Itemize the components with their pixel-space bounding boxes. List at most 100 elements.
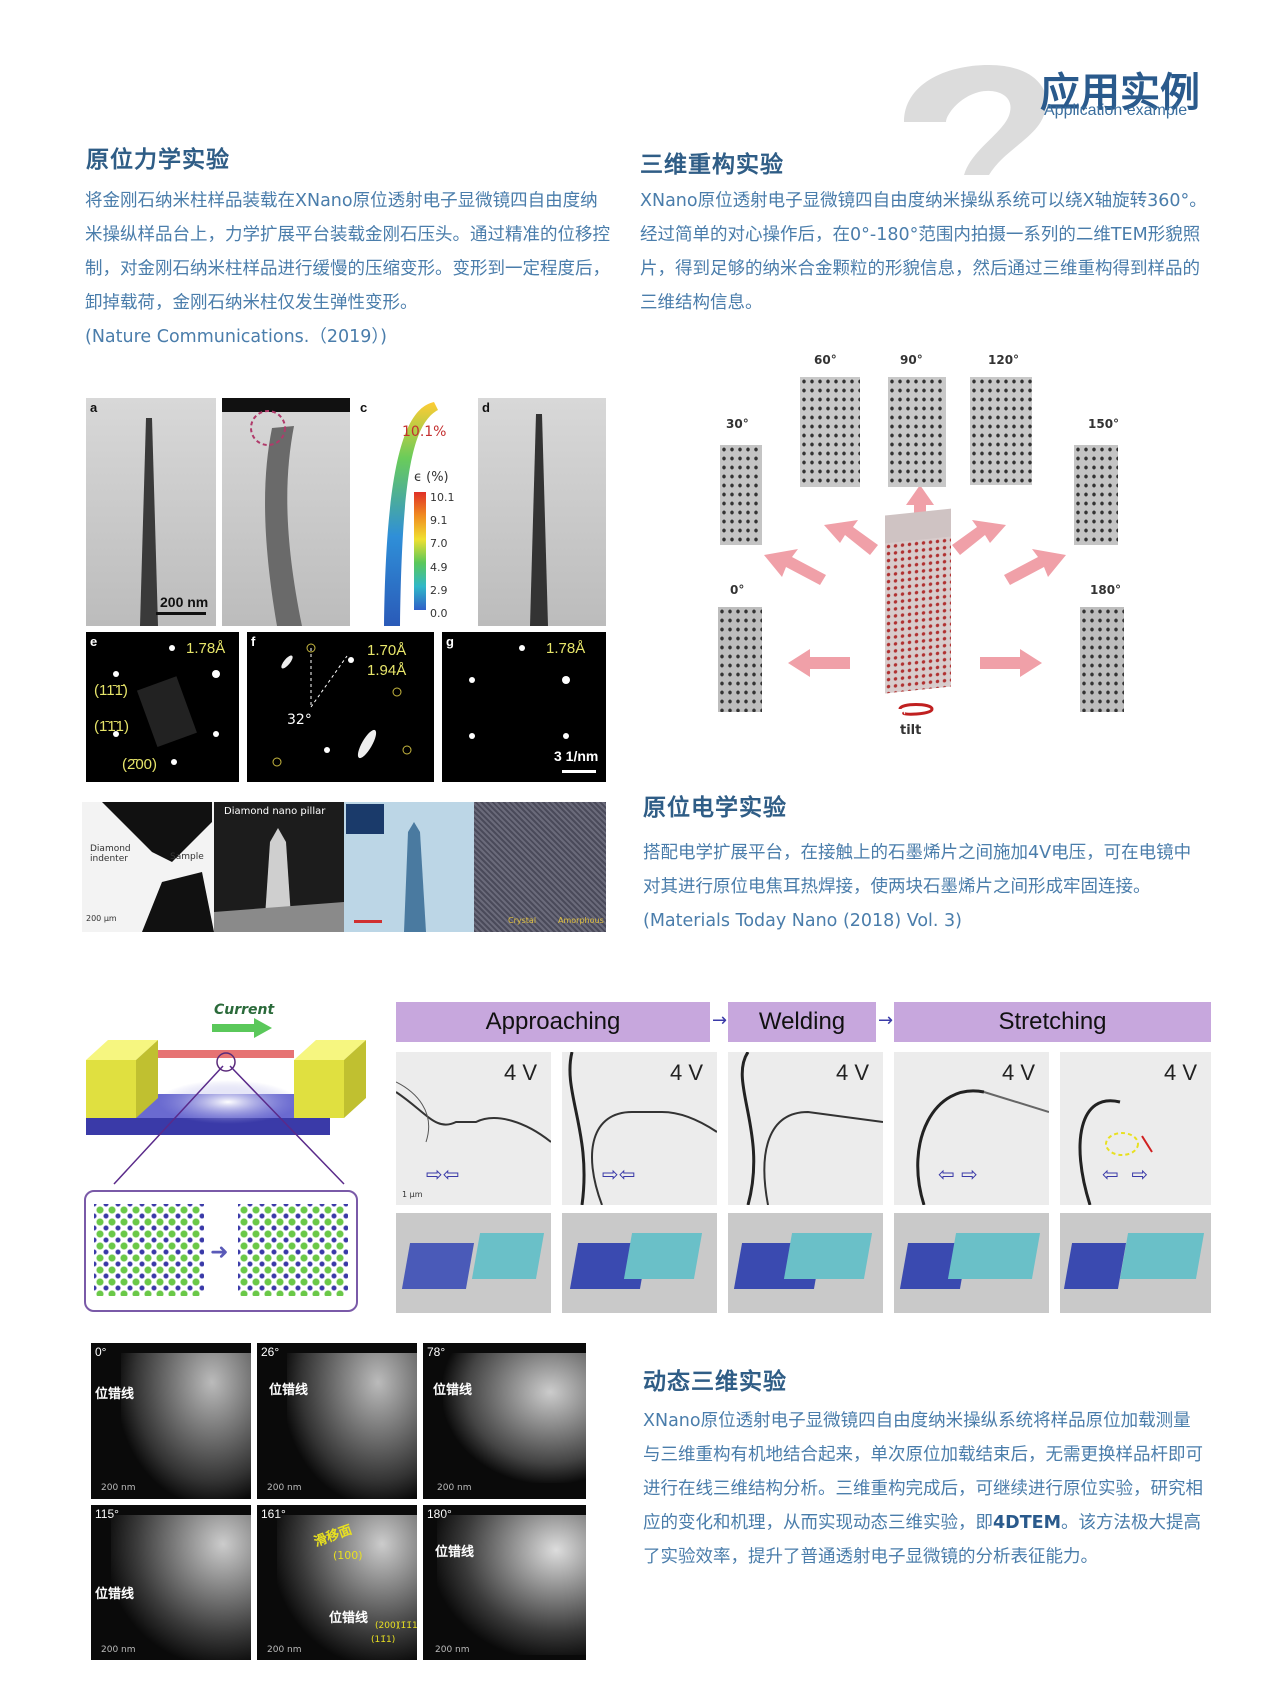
dynamic-body-text: XNano原位透射电子显微镜四自由度纳米操纵系统将样品原位加载测量与三维重构有机…	[643, 1411, 1203, 1533]
figure-c: c 10.1% ϵ (%) 10.1 9.1 7.0 4.9 2.9 0.0	[356, 398, 474, 626]
scale-label: 200 nm	[437, 1483, 472, 1493]
hrtem-image: Crystal Amorphous	[474, 802, 606, 932]
stretch-arrows-icon: ⇦ ⇨	[1102, 1162, 1149, 1186]
scale-bar	[562, 770, 596, 773]
indenter-label: Diamond indenter	[90, 844, 131, 864]
current-label: Current	[214, 1002, 275, 1018]
strain-colorbar	[414, 492, 426, 610]
d-spacing-label: 1.78Å	[186, 640, 226, 657]
stage-header-row: Approaching → Welding → Stretching	[396, 1002, 1211, 1042]
amorphous-label: Amorphous	[558, 916, 604, 925]
sample-shape	[277, 1515, 417, 1660]
pillar-tem-image	[344, 802, 474, 932]
diffraction-inset	[346, 804, 384, 834]
legend-tick: 7.0	[430, 537, 448, 551]
figure-g-label: g	[446, 634, 454, 649]
projection-90	[888, 377, 946, 487]
mechanics-body-text: 将金刚石纳米柱样品装载在XNano原位透射电子显微镜四自由度纳米操纵样品台上，力…	[85, 191, 610, 313]
angle-label: 26°	[261, 1345, 280, 1359]
sheet-right	[783, 1233, 873, 1279]
stretch-arrows-icon: ⇦ ⇨	[938, 1162, 978, 1186]
figure-f: f 1.70Å 1.94Å 32°	[247, 632, 434, 782]
figure-b: b	[222, 398, 350, 626]
graphene-after	[238, 1204, 348, 1296]
plane-index: (2̄00)	[122, 756, 158, 773]
dark-field-0: 0° 位错线 200 nm	[91, 1343, 251, 1499]
angle-label: 32°	[287, 712, 312, 728]
sample-shape	[437, 1515, 586, 1655]
scale-bar	[354, 920, 382, 923]
legend-tick: 2.9	[430, 583, 448, 597]
atomic-structure-inset: ➜	[84, 1190, 358, 1312]
dislocation-label: 位错线	[329, 1611, 369, 1626]
strain-value: 10.1%	[402, 424, 447, 440]
stage-arrow-icon: →	[712, 1010, 728, 1031]
sample-shape	[443, 1353, 586, 1483]
figure-e: e 1.78Å (11̄1̄) (1̄1̄1) (2̄00)	[86, 632, 239, 782]
mechanics-reference: (Nature Communications.（2019）)	[85, 327, 387, 347]
approach-arrows-icon: ⇨⇦	[426, 1162, 460, 1186]
recon-body: XNano原位透射电子显微镜四自由度纳米操纵系统可以绕X轴旋转360°。经过简单…	[640, 191, 1207, 313]
header-number-graphic	[904, 65, 1047, 175]
voltage-label: 4 V	[503, 1060, 537, 1085]
sheet-right	[947, 1233, 1041, 1279]
mechanics-title: 原位力学实验	[86, 147, 230, 173]
d-spacing-label: 1.78Å	[546, 640, 586, 657]
scale-label: 200 nm	[101, 1645, 136, 1655]
approach-arrows-icon: ⇨⇦	[602, 1162, 636, 1186]
scale-label: 200 nm	[435, 1645, 470, 1655]
figure-d-label: d	[482, 400, 490, 415]
reconstructed-volume	[885, 536, 951, 694]
tem-frame-4: 4 V ⇦ ⇨	[894, 1052, 1049, 1205]
d-spacing-label: 1.70Å	[367, 642, 407, 659]
sheet-model-3	[728, 1213, 883, 1313]
dislocation-label: 位错线	[95, 1587, 135, 1602]
scale-label: 1 μm	[402, 1190, 423, 1199]
page-subtitle: Application example	[1044, 102, 1188, 119]
electrical-title: 原位电学实验	[643, 795, 787, 821]
projection-0	[718, 607, 762, 712]
sheet-right	[471, 1233, 545, 1279]
figure-a-label: a	[90, 400, 98, 415]
stage-arrow-icon: →	[878, 1010, 894, 1031]
tem-frame-3: 4 V	[728, 1052, 883, 1205]
legend-title: ϵ (%)	[414, 470, 449, 485]
sheet-left	[1063, 1243, 1127, 1289]
dark-field-26: 26° 位错线 200 nm	[257, 1343, 417, 1499]
scale-label: 200 nm	[267, 1483, 302, 1493]
angle-label: 90°	[900, 353, 923, 367]
projection-120	[970, 377, 1032, 485]
sheet-left	[401, 1243, 475, 1289]
scale-label: 200 nm	[160, 594, 209, 610]
voltage-label: 4 V	[835, 1060, 869, 1085]
scale-bar	[156, 612, 206, 615]
tilt-label: tilt	[900, 723, 922, 738]
projection-180	[1080, 607, 1124, 712]
dark-field-78: 78° 位错线 200 nm	[423, 1343, 586, 1499]
dislocation-label: 位错线	[433, 1383, 473, 1398]
slip-plane-index: (100)	[333, 1549, 363, 1562]
tem-frame-2: 4 V ⇨⇦	[562, 1052, 717, 1205]
dislocation-label: 位错线	[95, 1387, 135, 1402]
figure-c-label: c	[360, 400, 368, 415]
sheet-model-2	[562, 1213, 717, 1313]
angle-label: 0°	[730, 583, 745, 597]
transform-arrow-icon: ➜	[210, 1240, 229, 1265]
figure-g: g 1.78Å 3 1/nm	[442, 632, 606, 782]
diffraction-index: (1̄1̄1)	[397, 1621, 417, 1631]
diffraction-index: (11̄1)	[371, 1635, 396, 1645]
scale-label: 200 μm	[86, 914, 117, 923]
sample-label: Sample	[170, 852, 204, 862]
plane-index: (11̄1̄)	[94, 682, 128, 699]
projection-60	[800, 377, 860, 487]
voltage-label: 4 V	[1001, 1060, 1035, 1085]
legend-tick: 10.1	[430, 491, 455, 504]
sheet-model-1	[396, 1213, 551, 1313]
sample-shape	[287, 1353, 417, 1499]
dislocation-label: 位错线	[269, 1383, 309, 1398]
angle-label: 60°	[814, 353, 837, 367]
zoom-lines	[113, 1065, 345, 1185]
sample-shape	[111, 1515, 251, 1660]
angle-label: 180°	[1090, 583, 1122, 597]
angle-label: 30°	[726, 417, 749, 431]
